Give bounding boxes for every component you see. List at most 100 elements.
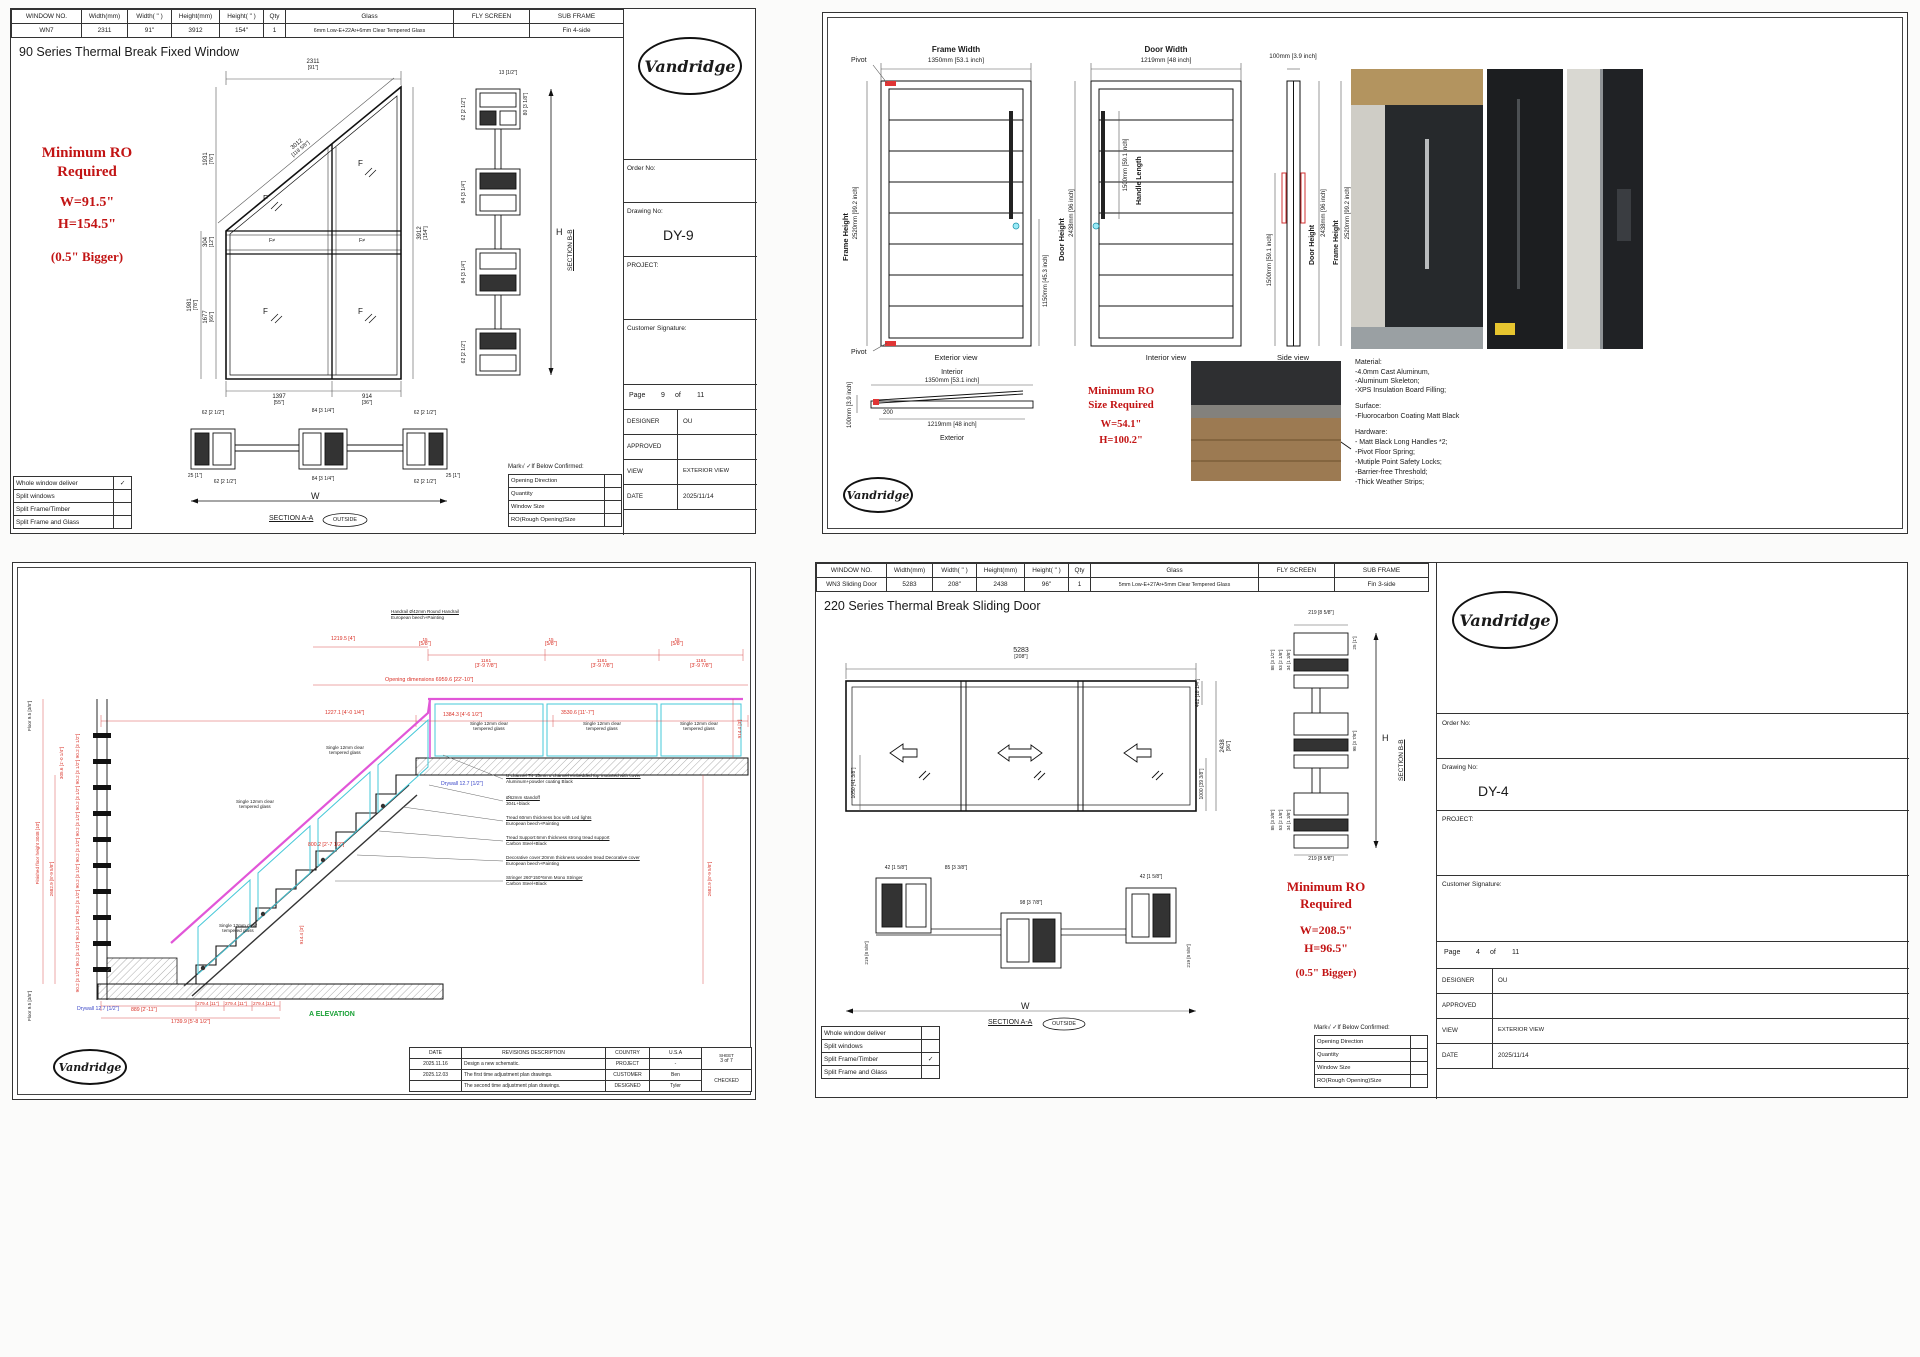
- dim-label: 2311[91"]: [307, 59, 320, 71]
- spec-cell: 154": [219, 23, 264, 38]
- dim-label: 90.2 [3 1/2"]: [75, 941, 80, 967]
- rev-checked-cell: CHECKED: [701, 1069, 752, 1092]
- rev-row-desc: The second time adjustment plan drawings…: [461, 1080, 606, 1092]
- dim-label: 25 [1"]: [187, 473, 203, 479]
- note-line: Single 12mm clear: [582, 721, 622, 726]
- spec-header: Height( " ): [1024, 563, 1069, 578]
- dim-in: [78"]: [192, 299, 199, 311]
- dim-label: 304[12"]: [203, 237, 215, 248]
- photo-wood-floor: [1191, 418, 1341, 481]
- spec-header: Height(mm): [171, 9, 220, 24]
- sheet-pivot-door: Frame Width 1350mm [53.1 inch] Pivot Piv…: [822, 12, 1908, 534]
- section-bb-label: SECTION B-B: [567, 229, 574, 271]
- dim-label: 1677[66"]: [203, 310, 215, 323]
- floor-note: Floor 9.5 [3/8"]: [27, 991, 32, 1021]
- note-line: 304L+black: [506, 800, 530, 806]
- dim-label: 90.2 [3 1/2"]: [75, 863, 80, 889]
- approved-label: APPROVED: [627, 443, 662, 450]
- dim-label: 90.2 [3 1/2"]: [75, 759, 80, 785]
- spec-header: WINDOW NO.: [816, 563, 887, 578]
- note-line: European beech+Painting: [506, 820, 559, 826]
- checklist-item: Whole window deliver: [821, 1026, 922, 1040]
- checklist-item: Whole window deliver: [13, 476, 114, 490]
- dim-label: 15[5/8"]: [419, 637, 431, 648]
- section-aa-label: SECTION A-A: [988, 1019, 1033, 1026]
- plan-frame-width-dim: 1350mm [53.1 inch]: [924, 377, 980, 384]
- opening-dims-label: Opening dimensions 6959.6 [22'-10"]: [385, 677, 473, 683]
- pivot-label-bottom: Pivot: [851, 349, 867, 356]
- hardware-line: -Mutiple Point Safety Locks;: [1355, 459, 1442, 466]
- pane-label: F: [263, 194, 268, 203]
- dim-label: 1161[3'-9 7/8"]: [591, 659, 613, 670]
- drawing-no-value: DY-4: [1478, 783, 1509, 799]
- spec-header-row: WINDOW NO. Width(mm) Width( " ) Height(m…: [11, 9, 624, 24]
- delivery-checklist: Whole window deliver✓ Split windows Spli…: [13, 476, 132, 529]
- approved-label: APPROVED: [1442, 1002, 1477, 1009]
- dim-label: 90.2 [3 1/2"]: [75, 967, 80, 993]
- of-word: of: [1490, 949, 1496, 956]
- divider: [623, 384, 757, 385]
- confirm-title: Mark√ ✓If Below Confirmed:: [508, 464, 584, 470]
- dim-label: 889 [2'-11"]: [131, 1007, 157, 1013]
- titleblock-divider: [1436, 563, 1437, 1099]
- dim-label: 305.6 [1'-0 1/4"]: [59, 746, 64, 780]
- min-ro-height: H=100.2": [1099, 435, 1143, 446]
- spec-header: Width(mm): [886, 563, 933, 578]
- side-view-caption: Side view: [1276, 353, 1310, 362]
- dim-label: 53 [2 1/8"]: [1278, 649, 1283, 671]
- dim-label: 219 [8 5/8"]: [864, 941, 869, 965]
- photo-door-panel: [1385, 105, 1483, 327]
- spec-header: Glass: [1090, 563, 1259, 578]
- spec-header: Width( " ): [127, 9, 172, 24]
- frame-height-dim: 2520mm [99.2 inch]: [853, 186, 859, 240]
- note-line: Tread Support:6mm thickness strong tread…: [506, 835, 610, 840]
- drawing-no-value: DY-9: [663, 227, 694, 243]
- spec-header: Qty: [263, 9, 286, 24]
- divider: [623, 434, 757, 435]
- dim-mm: 1161: [695, 659, 707, 664]
- dim-mm: 1397: [272, 394, 286, 400]
- side-handle-dim: 1500mm [59.1 inch]: [1267, 233, 1273, 287]
- min-ro-line: Size Required: [1088, 399, 1154, 411]
- dim-label: 1739.9 [5'-8 1/2"]: [171, 1019, 211, 1025]
- dim-label: 1227.1 [4'-0 1/4"]: [325, 710, 365, 716]
- spec-cell: Fin 3-side: [1334, 577, 1429, 592]
- divider: [1436, 1043, 1909, 1044]
- door-width-label: Door Width: [1144, 45, 1188, 54]
- view-value: EXTERIOR VIEW: [683, 468, 730, 474]
- dim-label: 15[5/8"]: [671, 637, 683, 648]
- spec-cell: 1: [1068, 577, 1091, 592]
- checkbox-empty: [113, 515, 132, 529]
- spec-cell: 5283: [886, 577, 933, 592]
- spec-header: Width(mm): [81, 9, 128, 24]
- section-width-label: W: [311, 491, 320, 501]
- note-line: Single 12mm clear: [679, 721, 719, 726]
- dim-label: 914[36"]: [362, 394, 373, 406]
- pane-label-small: F≠: [359, 238, 366, 244]
- section-height-label: H: [1382, 733, 1389, 743]
- note-line: European beech+Painting: [506, 860, 559, 866]
- dim-label: 13 [1/2"]: [498, 70, 518, 76]
- dim-label: 88 [3 1/2"]: [1270, 649, 1275, 671]
- divider: [623, 256, 757, 257]
- dim-in: [91"]: [307, 64, 319, 71]
- spec-value-row: WN7 2311 91" 3912 154" 1 6mm Low-E+22Ar+…: [11, 23, 624, 38]
- dim-in: [12"]: [208, 236, 215, 248]
- min-ro-line: Minimum RO: [41, 145, 133, 161]
- divider: [1436, 941, 1909, 942]
- dim-label: 219 [8 5/8"]: [1186, 944, 1191, 968]
- dim-label: 90.2 [3 1/2"]: [75, 889, 80, 915]
- section-height-label: H: [556, 227, 563, 237]
- handrail-note: Handrail Ø42mm Round Handrail European b…: [391, 609, 459, 620]
- order-no-label: Order No:: [1442, 720, 1471, 727]
- checkbox-empty: [921, 1039, 940, 1053]
- min-ro-width: W=54.1": [1100, 419, 1142, 430]
- handle-length-label: Handle Length: [1136, 156, 1143, 205]
- checkbox-empty: [604, 474, 622, 488]
- dim-label: 62 [2 1/2"]: [461, 97, 467, 121]
- spec-cell-glass: 6mm Low-E+22Ar+6mm Clear Tempered Glass: [285, 23, 454, 38]
- confirm-table: Opening Direction Quantity Window Size R…: [1314, 1035, 1428, 1088]
- spec-cell: 1: [263, 23, 286, 38]
